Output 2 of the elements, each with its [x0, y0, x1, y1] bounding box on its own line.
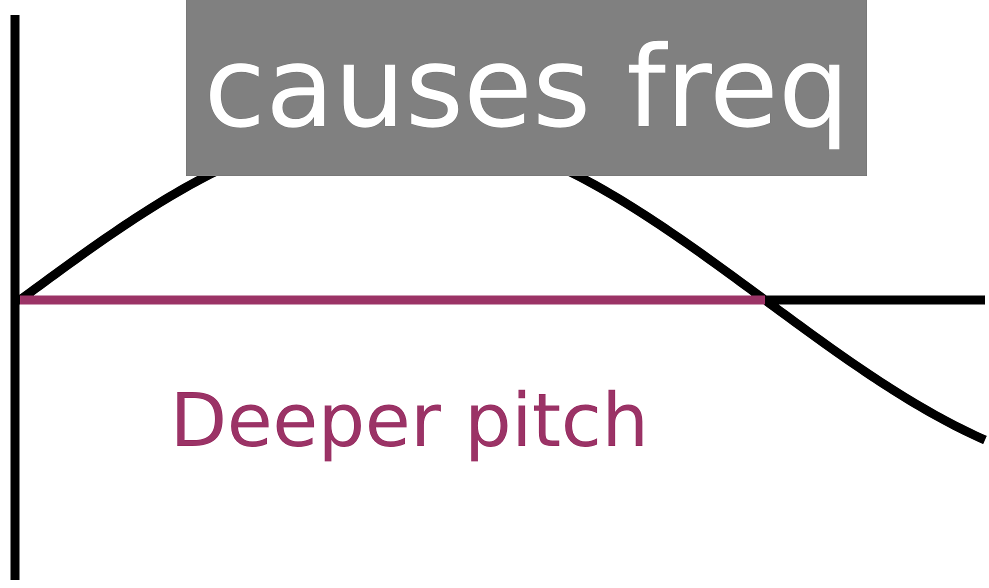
wave-label: Deeper pitch [170, 378, 649, 464]
caption-banner: causes freq [186, 0, 868, 176]
